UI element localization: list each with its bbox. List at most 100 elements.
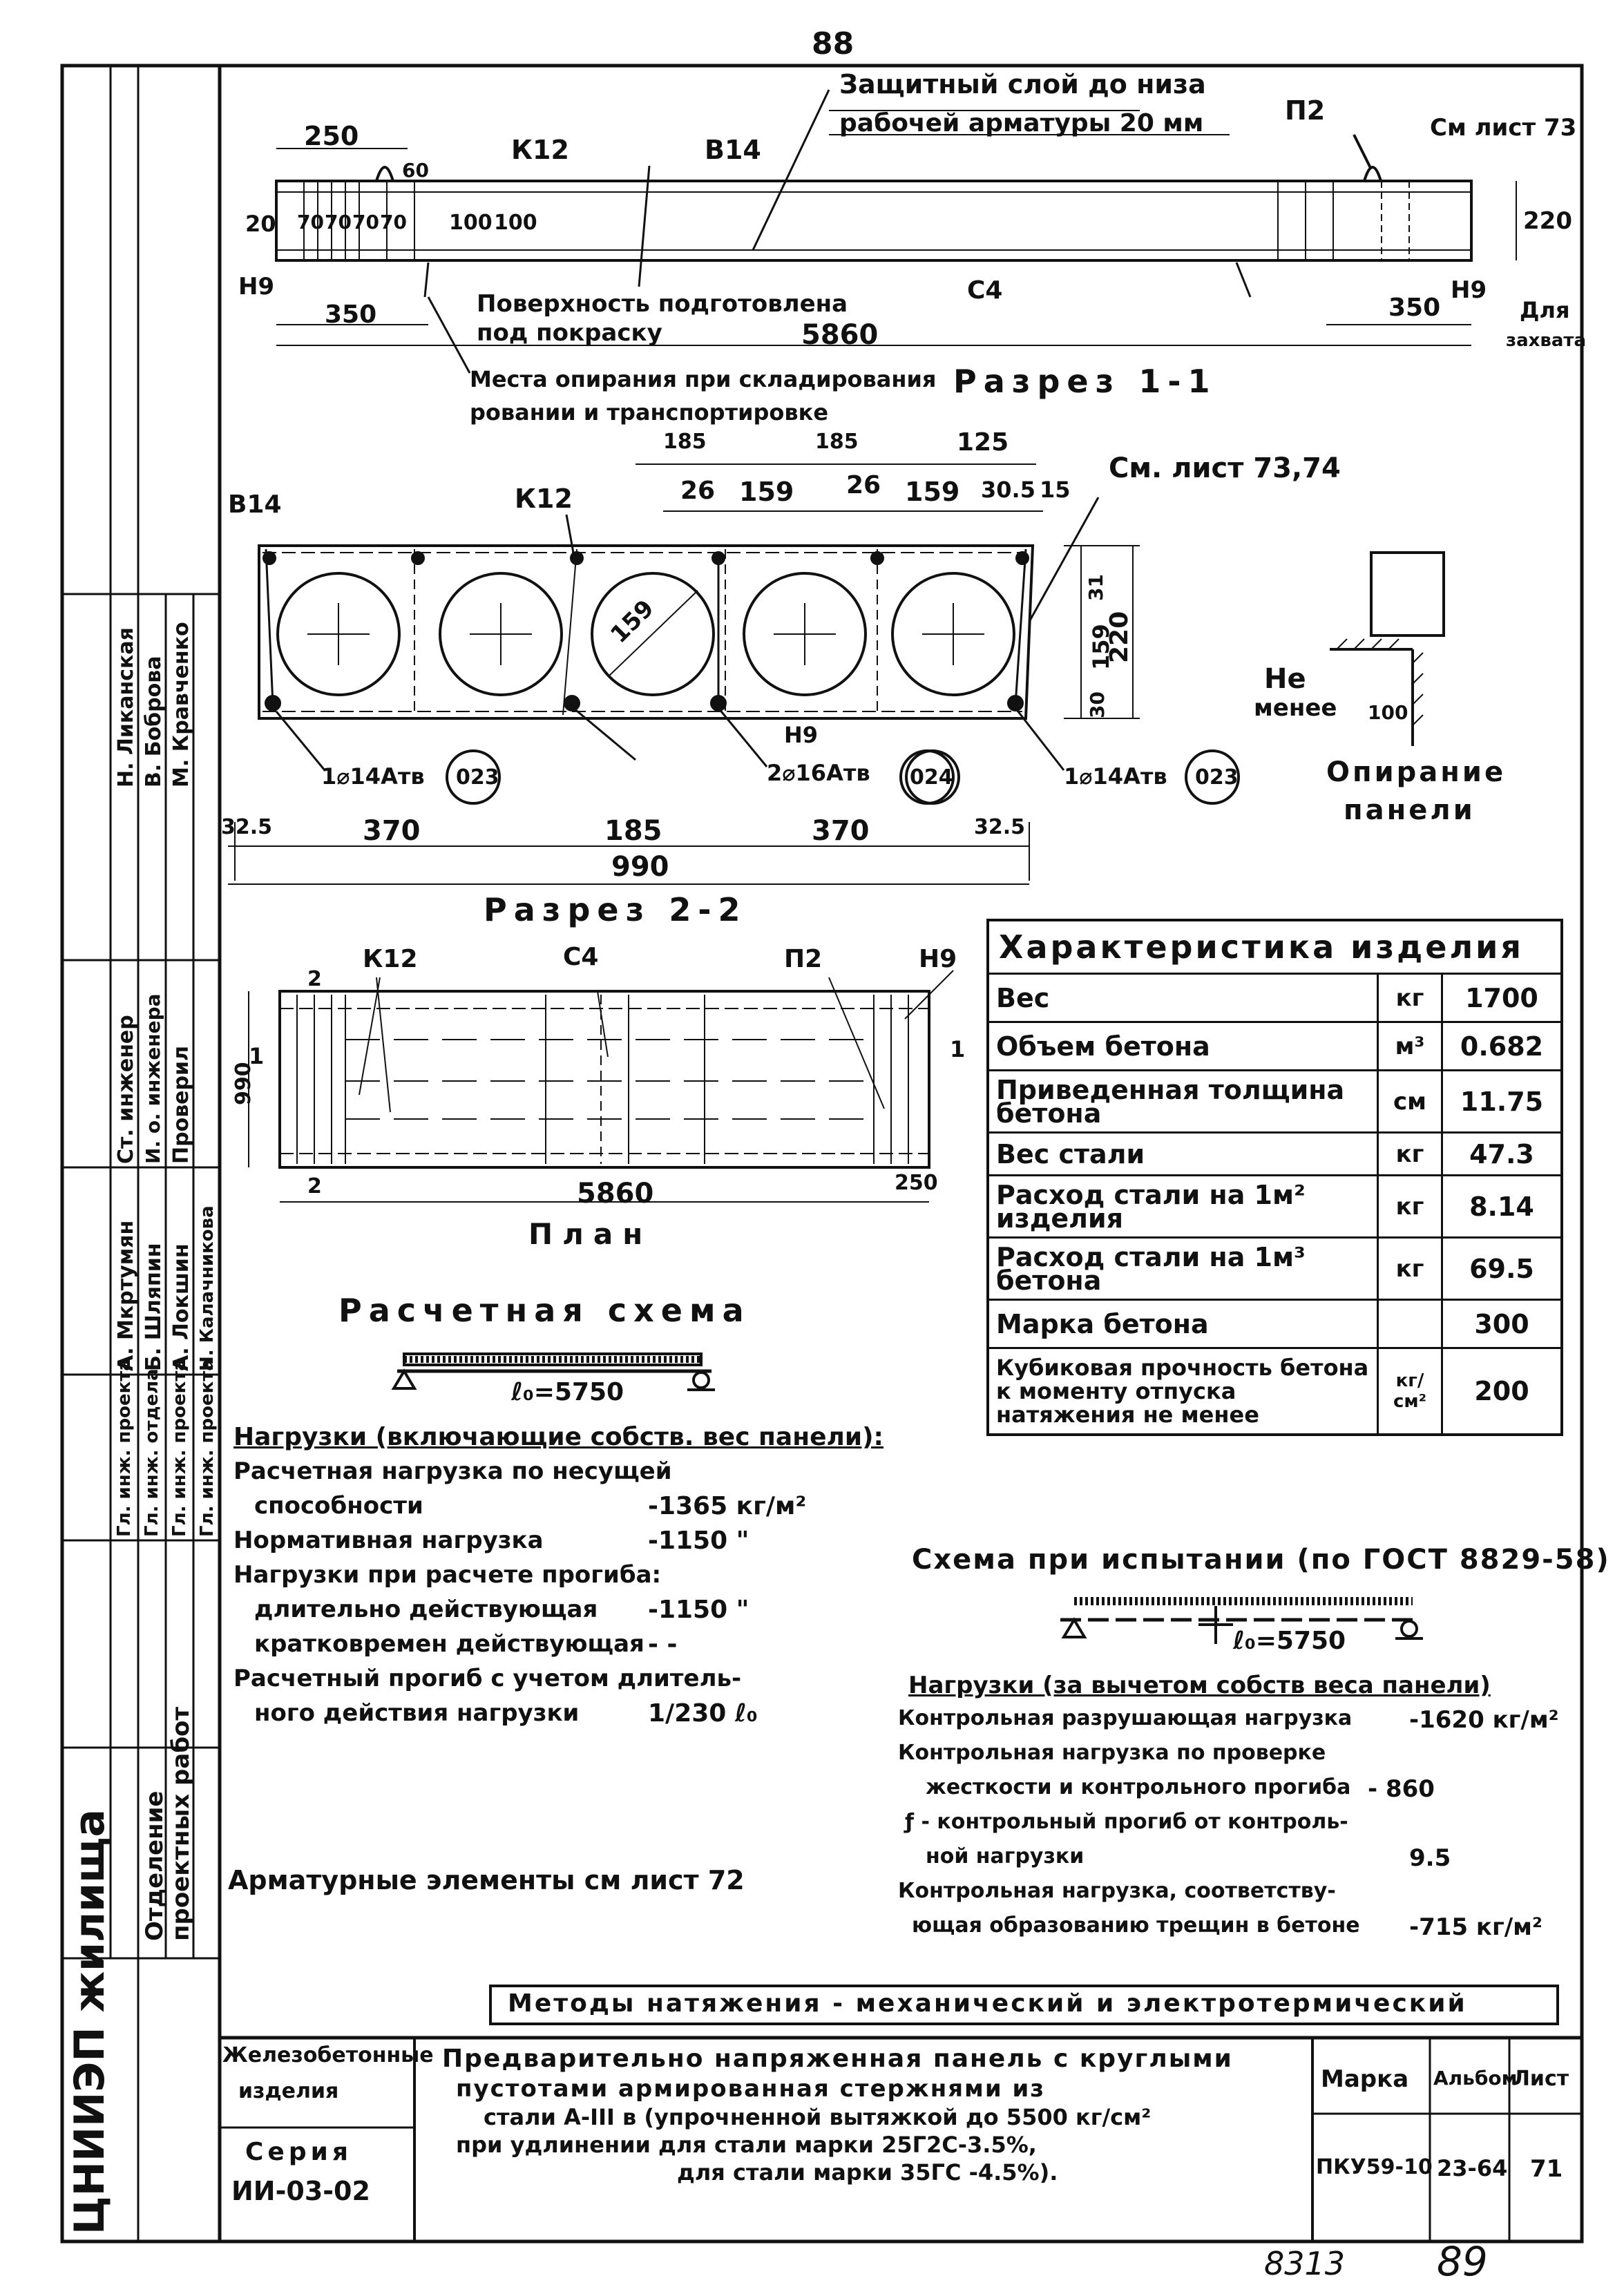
plan-label-c4: С4 [563,943,599,971]
title-block-series-label: Серия [245,2138,352,2166]
characteristics-title: Характеристика изделия [986,919,1563,975]
support-title-line-2: панели [1344,794,1475,826]
calc-loads-list: Расчетная нагрузка по несущей способност… [233,1457,869,1734]
support-note-line-2: ровании и транспортировке [470,399,829,426]
support-dim-100: 100 [1368,701,1408,724]
section-1-label-b14: В14 [705,135,761,165]
list-item: Нормативная нагрузка-1150 " [233,1527,749,1555]
for-grip-line-1: Для [1520,297,1570,323]
bar-mid-ref: 024 [910,765,953,790]
name-a-4: Н. Калачникова [197,1205,218,1371]
test-loads-heading: Нагрузки (за вычетом собств веса панели) [908,1672,1491,1699]
list-item: Нагрузки при расчете прогиба: [233,1561,662,1589]
section-1-dim-100b: 100 [494,211,537,235]
section-1-dim-20: 20 [245,211,276,237]
plan-title: План [528,1217,653,1251]
section-2-dim-370-right: 370 [812,815,870,847]
title-block-sheet-value: 71 [1530,2155,1563,2183]
list-item: кратковремен действующая- - [254,1630,678,1658]
section-2-side-dim-220: 220 [1105,611,1134,663]
list-item: жесткости и контрольного прогиба- 860 [926,1775,1435,1803]
org-dept: Отделение проектных работ [141,1706,195,1941]
section-2-total-width: 990 [611,851,669,883]
stamp-bottom: 8313 [1264,2245,1346,2282]
bar-left-ref: 023 [456,765,499,790]
section-2-label-k12: К12 [515,484,573,514]
name-a-1: А. Мкртумян [114,1220,138,1371]
plan-cut-2-top: 2 [307,967,322,991]
section-2-dim-185b: 185 [815,430,859,454]
cover-note-line-2: рабочей арматуры 20 мм [839,109,1204,137]
section-1-label-c4: С4 [967,276,1003,305]
title-block-album-value: 23-64 [1437,2155,1508,2181]
section-1-dim-70a: 70 [297,211,324,233]
name-a-2: Б. Шляпин [142,1243,166,1371]
list-item: длительно действующая-1150 " [254,1596,749,1624]
role-4: Гл. инж. проекта [197,1359,218,1537]
section-1-dim-250: 250 [304,121,359,151]
page-number: 88 [812,26,854,61]
title-block-sheet-label: Лист [1513,2067,1569,2091]
plan-drawing [248,970,954,1203]
calc-scheme-beam [391,1352,715,1391]
section-1-dim-350-right: 350 [1388,294,1441,322]
section-2-dim-26b: 26 [846,471,881,499]
section-2-dim-32-5-right: 32.5 [974,815,1026,839]
role-1: Гл. инж. проекта [114,1359,135,1537]
name-b-1: Н. Ликанская [114,627,138,787]
section-1-dim-350-left: 350 [325,300,377,329]
section-1-label-h9-left: Н9 [238,273,275,300]
role-6: И. о. инженера [142,993,164,1164]
list-item: Контрольная разрушающая нагрузка-1620 кг… [898,1706,1559,1734]
plan-width: 990 [231,1062,256,1105]
tension-methods: Методы натяжения - механический и электр… [508,1989,1467,2018]
section-2-dim-185a: 185 [663,430,707,454]
role-5: Ст. инженер [114,1015,138,1164]
title-block-category-1: Железобетонные [222,2043,434,2067]
section-1-label-k12: К12 [511,135,569,165]
list-item: Контрольная нагрузка по проверке [898,1741,1326,1765]
test-loads-list: Контрольная разрушающая нагрузка-1620 кг… [898,1706,1578,1948]
role-2: Гл. инж. отдела [142,1368,162,1537]
bar-left-callout: 1⌀14Атв [321,763,425,790]
section-2-dim-30-5: 30.5 [981,477,1035,503]
title-block-mark-label: Марка [1321,2065,1409,2093]
title-block-album-label: Альбом [1433,2067,1518,2090]
bar-mid-callout: 2⌀16Атв [767,760,870,786]
support-text-line-1: Не [1264,663,1306,695]
page-number-bottom: 89 [1437,2238,1488,2285]
table-row: Кубиковая прочность бетона к моменту отп… [986,1347,1563,1435]
title-block-category-2: изделия [238,2079,339,2103]
plan-cut-2-bottom: 2 [307,1174,322,1198]
role-7: Проверил [169,1046,193,1164]
section-1-label-p2: П2 [1285,95,1326,126]
name-a-3: А. Локшин [169,1243,193,1371]
support-detail-drawing [1330,551,1445,746]
plan-label-p2: П2 [784,945,823,973]
section-2-dim-15: 15 [1040,477,1071,503]
section-1-label-h9-right: Н9 [1451,276,1487,304]
support-text-line-2: менее [1254,694,1337,722]
title-block-description: Предварительно напряженная панель с круг… [442,2045,1233,2186]
section-1-length: 5860 [801,319,879,351]
section-2-dim-32-5-left: 32.5 [221,815,273,839]
list-item: Расчетный прогиб с учетом длитель- [233,1665,742,1692]
plan-cut-1-left: 1 [249,1043,265,1069]
section-2-dim-159a: 159 [739,477,794,507]
calc-scheme-title: Расчетная схема [338,1292,751,1329]
list-item: Контрольная нагрузка, соответству- [898,1879,1336,1903]
list-item: Расчетная нагрузка по несущей [233,1457,672,1485]
test-scheme-title: Схема при испытании (по ГОСТ 8829-58) [912,1544,1610,1576]
test-scheme-span: ℓ₀=5750 [1233,1627,1346,1655]
title-block-series-value: ИИ-03-02 [231,2176,370,2206]
plan-label-k12: К12 [363,945,418,973]
